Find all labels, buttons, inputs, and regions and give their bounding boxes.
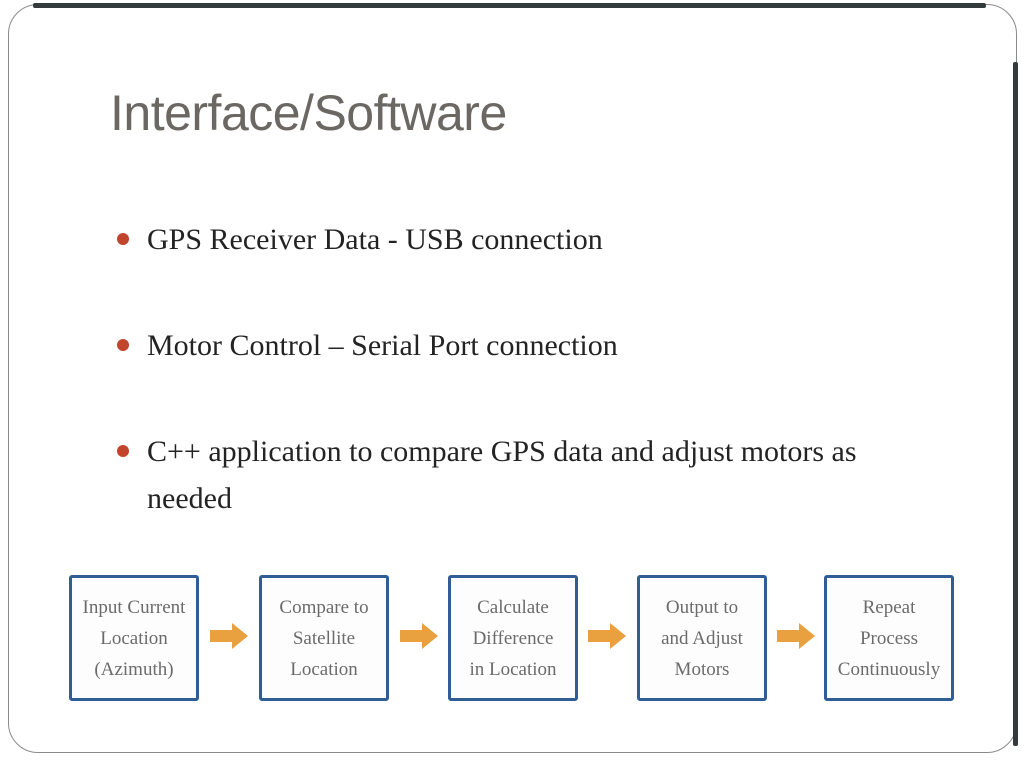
right-accent-bar — [1013, 62, 1018, 746]
bullet-dot-icon — [117, 445, 129, 457]
bullet-text: Motor Control – Serial Port connection — [147, 329, 618, 362]
bullet-text: C++ application to compare GPS data and … — [147, 435, 857, 515]
page-title: Interface/Software — [110, 85, 507, 141]
list-item: Motor Control – Serial Port connection — [117, 322, 907, 369]
list-item: GPS Receiver Data - USB connection — [117, 216, 907, 263]
bullet-dot-icon — [117, 339, 129, 351]
top-accent-bar — [33, 3, 986, 8]
list-item: C++ application to compare GPS data and … — [117, 428, 907, 522]
bullet-dot-icon — [117, 233, 129, 245]
bullet-list: GPS Receiver Data - USB connection Motor… — [117, 216, 907, 581]
bullet-text: GPS Receiver Data - USB connection — [147, 223, 603, 256]
